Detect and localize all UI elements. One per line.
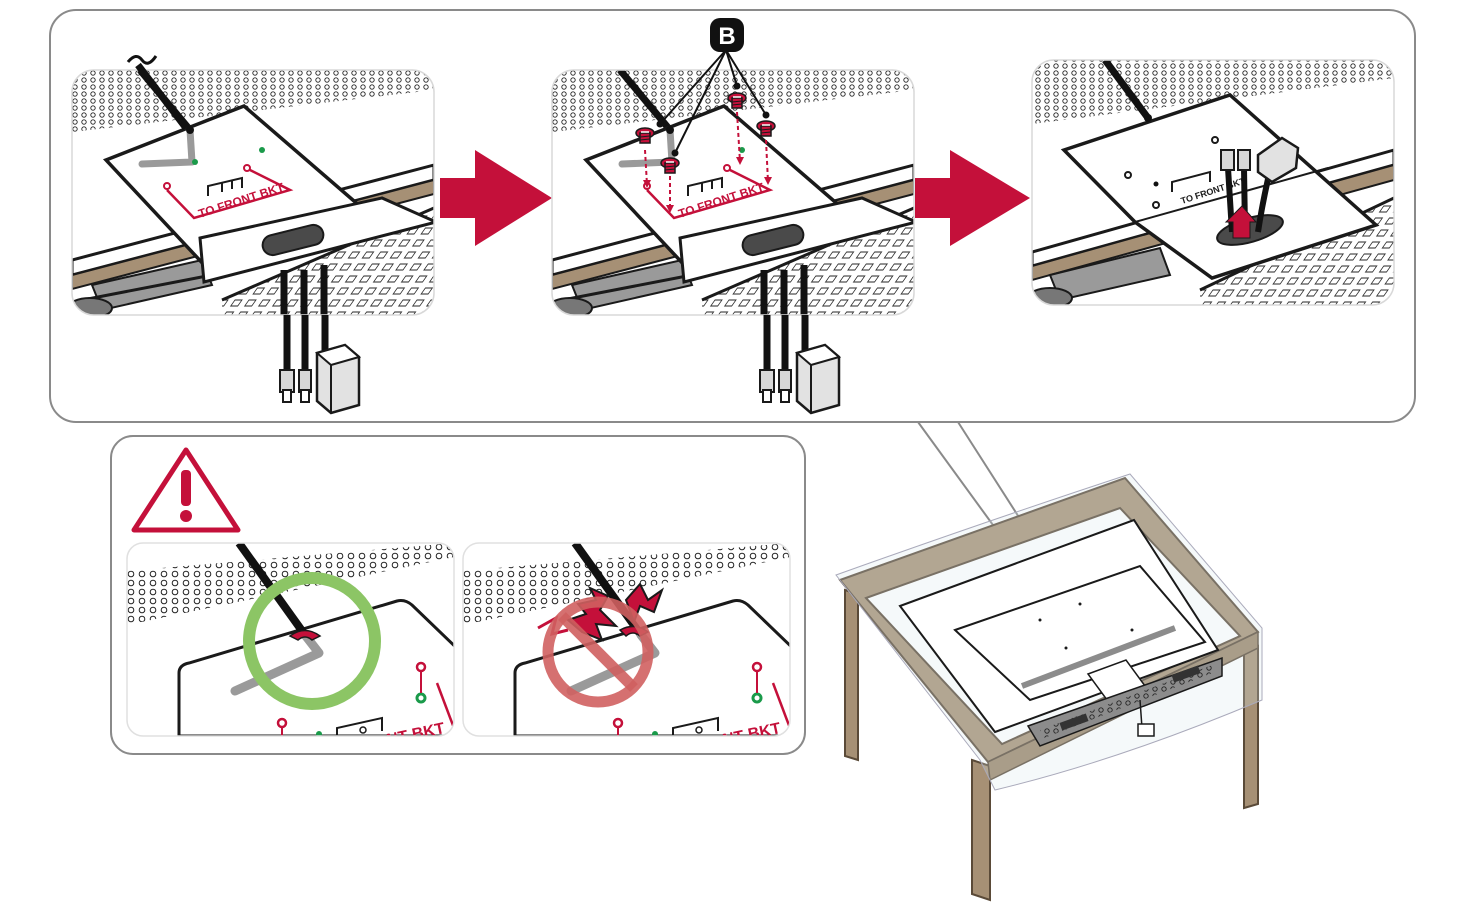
incorrect-routing-example: NT BKT xyxy=(462,542,791,737)
step-3-detail: TO FRONT BKT xyxy=(1031,59,1395,306)
step-arrow-right-icon xyxy=(915,150,1030,246)
ok-circle-icon xyxy=(243,572,381,710)
part-callout-badge: B xyxy=(710,18,744,52)
step-arrow-right-icon xyxy=(440,150,552,246)
step-2-detail: B xyxy=(551,18,915,413)
step-1-detail xyxy=(71,55,435,413)
tv-on-table-overview xyxy=(835,421,1263,902)
correct-routing-example: NT BKT xyxy=(126,542,455,737)
part-callout-letter: B xyxy=(718,23,735,50)
warning-triangle-icon xyxy=(131,447,241,533)
prohibited-icon xyxy=(542,596,654,708)
